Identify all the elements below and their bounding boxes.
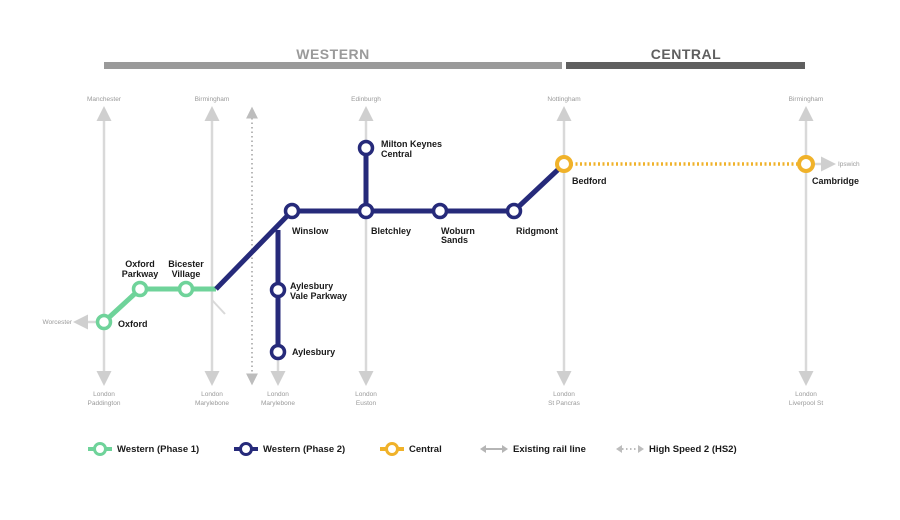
side-label-ipswich: Ipswich bbox=[838, 161, 860, 168]
existing-line-spur bbox=[211, 299, 226, 315]
yellow-station-icon bbox=[380, 441, 404, 457]
bottom-label-marylebone-b-1: London bbox=[267, 391, 289, 398]
green-station-icon bbox=[88, 441, 112, 457]
section-label-western: WESTERN bbox=[296, 46, 370, 62]
legend-item-existing-rail: Existing rail line bbox=[480, 438, 586, 460]
station-marker-cambridge bbox=[797, 155, 815, 173]
top-label-nottingham: Nottingham bbox=[547, 96, 580, 103]
station-label-aylesbury-vale-1: Aylesbury bbox=[290, 281, 333, 291]
legend-label-western-phase2: Western (Phase 2) bbox=[263, 443, 346, 455]
top-label-birmingham-east: Birmingham bbox=[789, 96, 824, 103]
western-phase2-route bbox=[214, 148, 566, 352]
western-phase1-route-line bbox=[102, 286, 216, 324]
legend-label-hs2: High Speed 2 (HS2) bbox=[649, 443, 737, 455]
top-label-birmingham: Birmingham bbox=[195, 96, 230, 103]
section-bar-central bbox=[566, 62, 805, 69]
station-label-oxford-parkway-2: Parkway bbox=[122, 269, 159, 279]
legend-item-hs2: High Speed 2 (HS2) bbox=[616, 438, 737, 460]
bottom-label-euston-2: Euston bbox=[356, 400, 377, 407]
section-headers: WESTERN CENTRAL bbox=[104, 46, 805, 69]
station-label-winslow: Winslow bbox=[292, 226, 329, 236]
dotted-arrow-icon bbox=[616, 441, 644, 457]
station-label-bletchley: Bletchley bbox=[371, 226, 411, 236]
station-label-oxford-parkway-1: Oxford bbox=[125, 259, 155, 269]
destination-labels: Manchester Birmingham Edinburgh Nottingh… bbox=[43, 96, 861, 407]
top-label-edinburgh: Edinburgh bbox=[351, 96, 381, 103]
bottom-label-liverpoolst-2: Liverpool St bbox=[789, 400, 824, 407]
station-marker-oxford-parkway bbox=[131, 280, 149, 298]
legend-item-western-phase1: Western (Phase 1) bbox=[88, 438, 199, 460]
navy-station-icon bbox=[234, 441, 258, 457]
station-marker-bedford bbox=[555, 155, 573, 173]
top-label-manchester: Manchester bbox=[87, 96, 122, 103]
bottom-label-euston-1: London bbox=[355, 391, 377, 398]
station-marker-aylesbury bbox=[269, 343, 287, 361]
station-label-ridgmont: Ridgmont bbox=[516, 226, 558, 236]
legend-label-western-phase1: Western (Phase 1) bbox=[117, 443, 200, 455]
station-label-aylesbury: Aylesbury bbox=[292, 347, 335, 357]
station-label-bicester-village-2: Village bbox=[172, 269, 201, 279]
station-label-woburn-sands-1: Woburn bbox=[441, 226, 475, 236]
side-label-worcester: Worcester bbox=[43, 319, 73, 326]
station-marker-ridgmont bbox=[505, 202, 523, 220]
station-marker-winslow bbox=[283, 202, 301, 220]
station-marker-aylesbury-vale-parkway bbox=[269, 281, 287, 299]
bottom-label-marylebone-b-2: Marylebone bbox=[261, 400, 295, 407]
bottom-label-stpancras-1: London bbox=[553, 391, 575, 398]
station-label-woburn-sands-2: Sands bbox=[441, 235, 468, 245]
legend-label-existing-rail: Existing rail line bbox=[513, 443, 586, 455]
bottom-label-liverpoolst-1: London bbox=[795, 391, 817, 398]
bottom-label-marylebone-1: London bbox=[201, 391, 223, 398]
station-label-oxford: Oxford bbox=[118, 319, 148, 329]
legend-item-central: Central bbox=[380, 438, 442, 460]
section-label-central: CENTRAL bbox=[651, 46, 721, 62]
station-label-aylesbury-vale-2: Vale Parkway bbox=[290, 291, 347, 301]
station-marker-woburn-sands bbox=[431, 202, 449, 220]
section-bar-western bbox=[104, 62, 562, 69]
station-label-milton-keynes-2: Central bbox=[381, 149, 412, 159]
bottom-label-paddington-1: London bbox=[93, 391, 115, 398]
station-labels: Oxford Oxford Parkway Bicester Village W… bbox=[118, 139, 859, 357]
station-label-bicester-village-1: Bicester bbox=[168, 259, 204, 269]
stations bbox=[95, 139, 815, 361]
double-arrow-icon bbox=[480, 441, 508, 457]
station-marker-bicester-village bbox=[177, 280, 195, 298]
legend-label-central: Central bbox=[409, 443, 442, 455]
station-marker-milton-keynes bbox=[357, 139, 375, 157]
station-marker-oxford bbox=[95, 313, 113, 331]
bottom-label-paddington-2: Paddington bbox=[88, 400, 121, 407]
station-label-cambridge: Cambridge bbox=[812, 176, 859, 186]
station-marker-bletchley bbox=[357, 202, 375, 220]
bottom-label-stpancras-2: St Pancras bbox=[548, 400, 581, 407]
station-label-milton-keynes-1: Milton Keynes bbox=[381, 139, 442, 149]
western-phase2-main-line bbox=[214, 162, 566, 291]
legend-item-western-phase2: Western (Phase 2) bbox=[234, 438, 345, 460]
bottom-label-marylebone-2: Marylebone bbox=[195, 400, 229, 407]
station-label-bedford: Bedford bbox=[572, 176, 607, 186]
existing-rail-lines bbox=[73, 106, 836, 386]
